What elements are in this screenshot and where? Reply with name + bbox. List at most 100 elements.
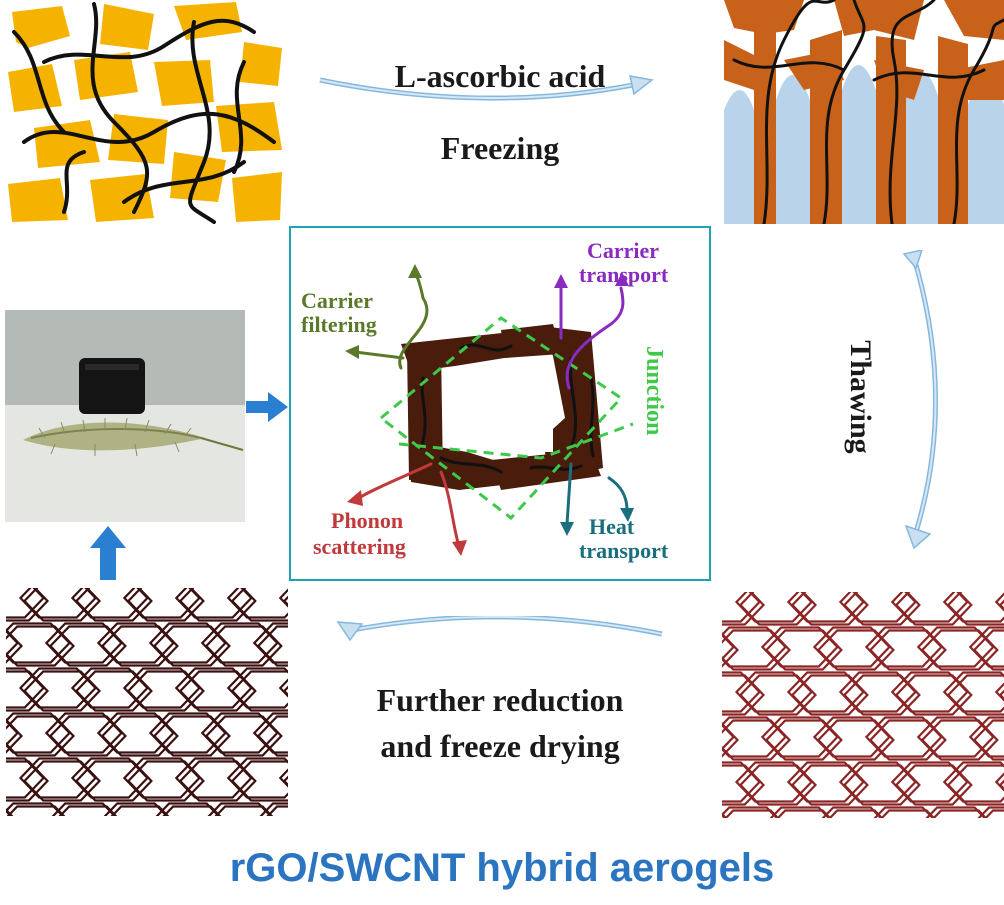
honeycomb-cell	[972, 719, 1004, 761]
honeycomb-cell	[70, 667, 149, 709]
honeycomb-cell	[790, 592, 869, 626]
honeycomb-cell	[864, 626, 943, 668]
honeycomb-cell	[786, 592, 865, 623]
honeycomb-cell	[204, 715, 283, 757]
honeycomb-cell	[890, 761, 969, 803]
honeycomb-cell	[764, 719, 843, 761]
step-label-freezing: Freezing	[440, 130, 560, 166]
carrier-filtering-arrowhead-up	[408, 264, 422, 278]
honeycomb-cell	[864, 716, 943, 758]
go-swcnt-dispersion-panel	[4, 2, 284, 224]
honeycomb-cell	[916, 716, 995, 758]
honeycomb-cell	[842, 764, 921, 806]
honeycomb-cell	[920, 629, 999, 671]
honeycomb-cell	[226, 667, 288, 709]
honeycomb-cell	[816, 629, 895, 671]
honeycomb-cell	[998, 779, 1004, 791]
honeycomb-cell	[916, 626, 995, 668]
carrier-transport-arrow	[565, 286, 625, 390]
honeycomb-cell	[738, 764, 818, 806]
honeycomb-cell	[122, 667, 201, 709]
honeycomb-cell	[842, 592, 921, 626]
honeycomb-cell	[178, 670, 257, 712]
phonon-scattering-arrowhead-down	[452, 540, 467, 556]
honeycomb-aerogel-red	[722, 592, 1004, 818]
honeycomb-cell	[994, 592, 1004, 612]
honeycomb-cell	[207, 802, 273, 816]
label-carrier-filtering-2: filtering	[301, 312, 377, 337]
carrier-filtering-arrowhead-left	[345, 345, 359, 359]
junction-schematic-box: Carrier filtering Carrier transport Junc…	[289, 226, 711, 581]
swcnt-strands-frozen	[732, 0, 1004, 224]
honeycomb-cell	[18, 757, 98, 799]
honeycomb-cell	[174, 757, 253, 799]
carrier-filtering-arrow	[398, 270, 429, 370]
honeycomb-cell	[74, 670, 153, 712]
honeycomb-cell	[946, 592, 1004, 626]
label-carrier-filtering-1: Carrier	[301, 288, 373, 313]
honeycomb-cell	[44, 622, 123, 664]
honeycomb-cell	[226, 588, 288, 619]
honeycomb-cell	[838, 592, 917, 623]
honeycomb-cell	[6, 667, 46, 709]
honeycomb-cell	[200, 712, 279, 754]
label-carrier-transport-2: transport	[579, 262, 669, 287]
honeycomb-cell	[816, 719, 895, 761]
honeycomb-cell	[6, 802, 65, 816]
honeycomb-cell	[722, 716, 788, 758]
honeycomb-cell	[6, 805, 66, 816]
pore	[473, 374, 553, 452]
honeycomb-cell	[51, 802, 117, 816]
honeycomb-cell	[894, 764, 973, 806]
honeycomb-cell	[152, 715, 231, 757]
honeycomb-cell	[70, 757, 149, 799]
up-arrow-to-photo	[90, 526, 126, 580]
honeycomb-cell	[6, 625, 76, 667]
honeycomb-cell	[96, 712, 175, 754]
top-process-arrow	[319, 75, 654, 101]
honeycomb-cell	[760, 626, 839, 668]
heat-transport-arrow-right	[607, 476, 629, 512]
honeycomb-cell	[994, 682, 1004, 702]
honeycomb-cell	[214, 805, 274, 816]
aerogel-cube	[79, 358, 145, 414]
honeycomb-cell	[734, 761, 814, 803]
honeycomb-cell	[722, 671, 762, 713]
honeycomb-cell	[972, 629, 1004, 671]
honeycomb-cell	[920, 719, 999, 761]
honeycomb-cell	[148, 712, 227, 754]
honeycomb-cell	[278, 678, 288, 698]
honeycomb-cell	[204, 625, 283, 667]
label-phonon-scattering-1: Phonon	[331, 508, 403, 533]
phonon-scattering-arrow	[357, 462, 433, 500]
honeycomb-cell	[890, 671, 969, 713]
honeycomb-cell	[230, 670, 288, 712]
carrier-filtering-arrow-left	[353, 350, 405, 360]
honeycomb-cell	[6, 757, 46, 799]
honeycomb-cell	[734, 592, 814, 623]
honeycomb-cell	[942, 671, 1004, 713]
honeycomb-cell	[18, 667, 98, 709]
honeycomb-cell	[812, 716, 891, 758]
figure-caption: rGO/SWCNT hybrid aerogels	[229, 846, 775, 890]
honeycomb-cell	[722, 626, 788, 668]
honeycomb-cell	[722, 764, 766, 806]
step-label-thawing: Thawing	[844, 340, 877, 454]
heat-transport-arrow	[565, 462, 573, 526]
honeycomb-cell	[932, 809, 988, 818]
honeycomb-cell	[178, 760, 257, 802]
honeycomb-cell	[256, 715, 288, 757]
honeycomb-cell	[103, 802, 169, 816]
honeycomb-cell	[738, 592, 818, 626]
honeycomb-cell	[58, 805, 118, 816]
honeycomb-cell	[722, 629, 792, 671]
honeycomb-cell	[722, 674, 766, 716]
honeycomb-cell	[760, 716, 839, 758]
honeycomb-red-svg	[722, 592, 1004, 818]
honeycomb-cell	[18, 588, 98, 619]
honeycomb-cell	[278, 768, 288, 788]
label-heat-transport-2: transport	[579, 538, 669, 563]
honeycomb-cell	[722, 592, 762, 623]
honeycomb-cell	[48, 625, 127, 667]
honeycomb-cell	[282, 685, 288, 697]
